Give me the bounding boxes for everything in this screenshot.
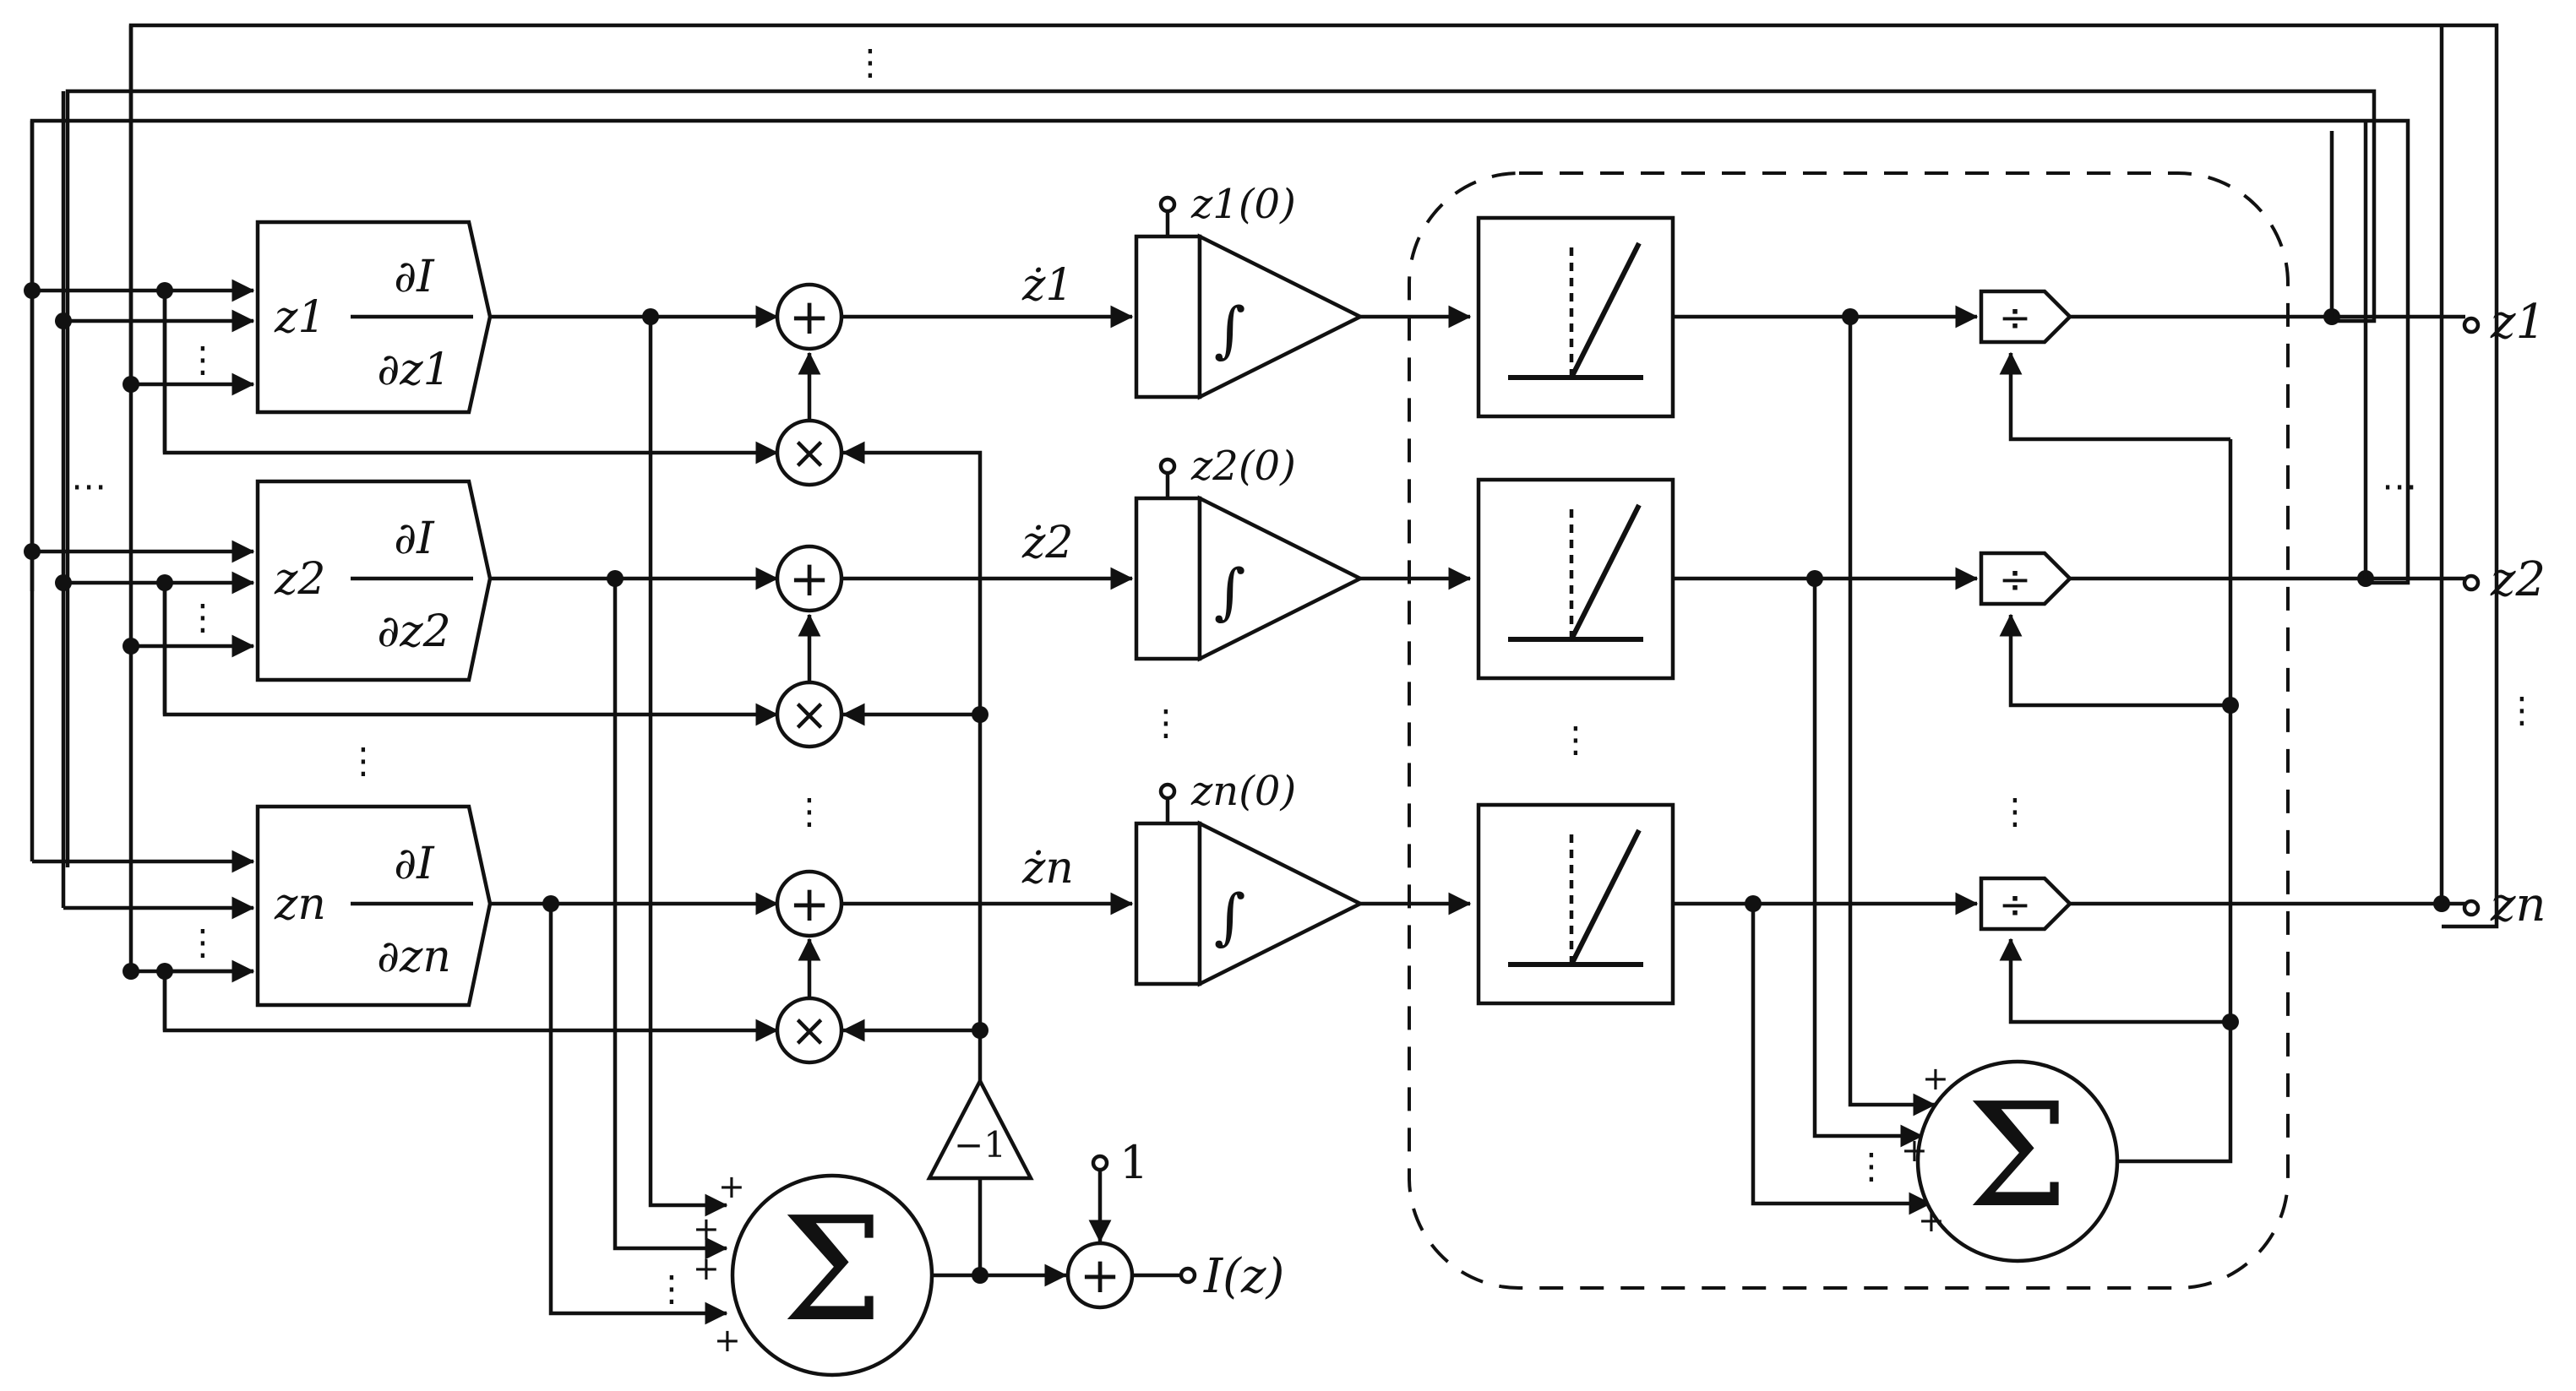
integrator-row-2: ż2 ∫ z2(0): [843, 443, 1472, 662]
svg-text:⋮: ⋮: [654, 1268, 689, 1309]
svg-text:+: +: [714, 1322, 741, 1359]
multiplier-1: [775, 418, 844, 487]
svg-text:∫: ∫: [1214, 556, 1246, 627]
normalization-region: [1408, 171, 2290, 1290]
adder-n: [775, 869, 844, 938]
svg-text:⋮: ⋮: [1148, 702, 1184, 743]
svg-text:÷: ÷: [1999, 882, 2032, 927]
svg-text:Σ: Σ: [1967, 1073, 2068, 1240]
block-prefix-2: z2: [274, 554, 325, 605]
block-partial-num-1: ∂I: [394, 252, 435, 302]
ellipses: ⋮ ⋮ ⋮ ⋮ ⋮ ⋮ ⋮ ⋮ ⋮ ⋮ ⋯ ⋯: [71, 41, 2540, 963]
block-prefix-1: z1: [274, 292, 325, 343]
svg-text:⋮: ⋮: [1854, 1145, 1889, 1187]
block-prefix-n: zn: [274, 879, 326, 930]
relu-block-2: [1476, 477, 1675, 681]
svg-text:⋮: ⋮: [792, 791, 827, 832]
svg-text:+: +: [1922, 1060, 1949, 1097]
relu-block-n: [1476, 802, 1675, 1006]
relu-block-1: [1476, 215, 1675, 419]
objective-feedback: −1: [841, 441, 1034, 1275]
svg-text:+: +: [693, 1210, 720, 1247]
objective-output: + 1 I(z): [1065, 1136, 1284, 1310]
svg-text:⋯: ⋯: [71, 465, 106, 507]
init-2: z2(0): [1190, 443, 1296, 490]
objective-label: I(z): [1203, 1249, 1284, 1304]
gain-label: −1: [954, 1124, 1006, 1166]
divider-2: ÷: [1979, 551, 2073, 606]
adder-multiplier-column: + × + × + ×: [775, 282, 844, 1065]
svg-text:+: +: [718, 1168, 745, 1205]
output-zn: zn: [2490, 878, 2546, 932]
block-partial-den-n: ∂zn: [377, 932, 451, 982]
multiplier-2: [775, 680, 844, 749]
output-z1: z1: [2490, 295, 2546, 350]
adder-2: [775, 544, 844, 613]
svg-text:⋮: ⋮: [346, 740, 381, 781]
svg-text:×: ×: [790, 688, 828, 742]
derivative-2: ż2: [1021, 518, 1073, 568]
svg-text:⋮: ⋮: [1997, 791, 2033, 832]
svg-text:⋮: ⋮: [852, 41, 888, 83]
adder-1: [775, 282, 844, 351]
svg-text:Σ: Σ: [782, 1187, 883, 1354]
derivative-1: ż1: [1021, 260, 1073, 311]
output-z2: z2: [2490, 552, 2546, 607]
integrator-row-n: żn ∫ zn(0): [843, 768, 1472, 987]
divider-n: ÷: [1979, 876, 2073, 932]
svg-text:+: +: [693, 1250, 720, 1287]
gradient-wires: [490, 305, 779, 1325]
feedback-bus: [30, 23, 2499, 1042]
svg-text:÷: ÷: [1999, 557, 2032, 602]
block-partial-den-1: ∂z1: [377, 345, 450, 395]
svg-text:⋮: ⋮: [185, 596, 221, 638]
svg-text:+: +: [789, 550, 831, 607]
svg-text:×: ×: [790, 427, 828, 480]
svg-text:⋯: ⋯: [2382, 465, 2417, 507]
gradient-block-1: z1 ∂I ∂z1: [255, 220, 493, 415]
svg-text:⋮: ⋮: [185, 339, 221, 380]
svg-text:⋮: ⋮: [2504, 689, 2540, 731]
outputs: z1 z2 zn: [2070, 25, 2546, 932]
svg-text:×: ×: [790, 1004, 828, 1057]
left-junctions: [24, 282, 173, 980]
init-n: zn(0): [1190, 768, 1296, 815]
block-partial-num-2: ∂I: [394, 513, 435, 564]
normalization-sum: Σ + + + ⋮: [1854, 351, 2239, 1263]
svg-text:+: +: [1901, 1132, 1928, 1169]
constant-one: 1: [1119, 1136, 1148, 1189]
objective-sum: Σ + + + + ⋮: [654, 1168, 1068, 1377]
relu-output-wires: [1673, 305, 1979, 1215]
svg-text:+: +: [789, 875, 831, 932]
svg-text:+: +: [789, 288, 831, 345]
gain-block: [926, 1077, 1034, 1181]
derivative-n: żn: [1021, 843, 1074, 894]
init-1: z1(0): [1190, 181, 1296, 228]
gradient-block-2: z2 ∂I ∂z2: [255, 479, 493, 682]
integrator-row-1: ż1 ∫ z1(0): [843, 181, 1472, 400]
svg-text:∫: ∫: [1214, 294, 1246, 365]
svg-text:+: +: [1080, 1247, 1121, 1304]
gradient-block-n: zn ∂I ∂zn: [255, 804, 493, 1008]
svg-text:+: +: [1918, 1202, 1945, 1239]
multiplier-n: [775, 996, 844, 1065]
svg-text:∫: ∫: [1214, 881, 1246, 952]
block-partial-den-2: ∂z2: [377, 606, 450, 657]
svg-text:⋮: ⋮: [185, 921, 221, 963]
svg-text:⋮: ⋮: [1558, 719, 1593, 760]
divider-1: ÷: [1979, 289, 2073, 345]
svg-text:÷: ÷: [1999, 295, 2032, 340]
block-partial-num-n: ∂I: [394, 839, 435, 889]
